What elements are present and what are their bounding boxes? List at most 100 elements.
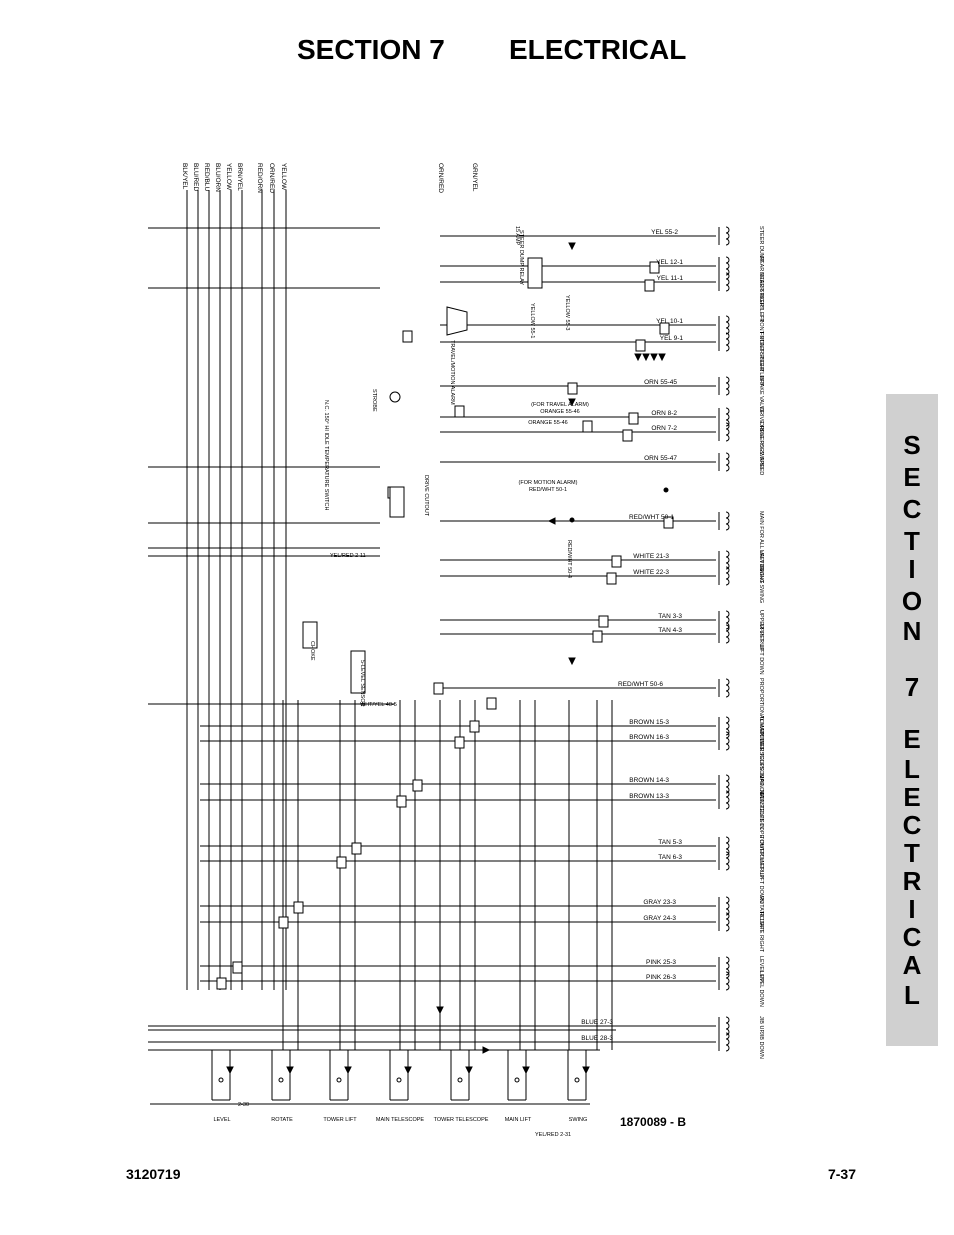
valve-name-label: MAIN TELESCOPE OUT (758, 790, 764, 852)
side-tab-letter: O (901, 586, 923, 616)
solenoid-coil-icon (725, 566, 730, 586)
document-number: 3120719 (126, 1166, 181, 1182)
valve-name-label: UPPER LIFT DOWN (758, 624, 764, 675)
solenoid-coil-icon (725, 731, 730, 751)
top-wire-label: YELLOW (280, 163, 287, 191)
component-label: RED/WHT 50-4 (566, 540, 572, 578)
diode-icon (465, 1066, 473, 1075)
connector-box (592, 630, 603, 643)
valve-name-label: FRONT STEER LEFT (758, 332, 764, 386)
side-tab-letter: N (902, 616, 922, 646)
switch-contact-icon (218, 1077, 224, 1083)
connector-box (582, 420, 593, 433)
connector-box (454, 736, 465, 749)
circuit-label: TAN 3-3 (658, 613, 682, 620)
circuit-label: TAN 5-3 (658, 839, 682, 846)
solenoid-coil-icon (725, 272, 730, 292)
solenoid-coil-icon (725, 407, 730, 427)
top-wire-label: BLK/YEL (181, 163, 188, 190)
choke (302, 621, 318, 649)
connector-box (278, 916, 289, 929)
valve-name-label: 2 SPEED (758, 452, 764, 475)
side-tab-letter: L (904, 754, 920, 784)
diode-icon (226, 1066, 234, 1075)
component-label: STEER DUMP RELAY (518, 230, 524, 285)
component-label: ORANGE 55-46 (540, 409, 579, 415)
component-label: YELLOW 55-1 (529, 303, 535, 338)
circuit-label: TAN 6-3 (658, 854, 682, 861)
drawing-number: 1870089 - B (620, 1115, 686, 1129)
connector-box (606, 572, 617, 585)
diode-icon (568, 398, 576, 407)
top-wire-label: BRN/YEL (236, 163, 243, 191)
component-label: 15 AMP (514, 226, 520, 246)
connector-box (635, 339, 646, 352)
side-tab-letter: C (902, 810, 922, 840)
component-label: TRAVEL/MOTION ALARM (449, 340, 455, 405)
side-tab-letter: R (902, 866, 922, 896)
component-label: CHOKE (309, 641, 315, 661)
circuit-label: BROWN 14-3 (629, 777, 669, 784)
switch-label: TOWER LIFT (323, 1117, 357, 1123)
circuit-label: BLUE 28-3 (581, 1035, 613, 1042)
valve-name-label: TOWER TELESCOPE IN (758, 716, 764, 778)
diode-icon (344, 1066, 352, 1075)
side-tab-letter: L (904, 980, 920, 1010)
component-label: YELLOW 55-3 (564, 295, 570, 330)
solenoid-coil-icon (725, 452, 730, 472)
circuit-label: RED/WHT 50-1 (629, 514, 674, 521)
side-tab-letter: I (908, 894, 916, 924)
valve-name-label: TOWER LIFT UP (758, 836, 764, 879)
steer-dump-relay (527, 257, 543, 289)
valve-name-label: LEVEL DOWN (758, 971, 764, 1007)
connector-box (486, 697, 497, 710)
circuit-label: BROWN 13-3 (629, 793, 669, 800)
connector-box (622, 429, 633, 442)
top-wire-label: ORN/RED (268, 163, 275, 193)
solenoid-coil-icon (725, 1016, 730, 1036)
component-label: RED/WHT 50-1 (529, 487, 567, 493)
junction-dot (569, 517, 575, 523)
alarm-horn-icon (446, 306, 468, 336)
connector-box (433, 682, 444, 695)
circuit-label: GRAY 24-3 (643, 915, 676, 922)
solenoid-coil-icon (725, 256, 730, 276)
valve-name-label: ROTATE RIGHT (758, 912, 764, 953)
section-number: SECTION 7 (297, 34, 445, 65)
top-wire-label: YELLOW (225, 163, 232, 191)
valve-name-label: MAIN FOR ALL VALVES (758, 511, 764, 571)
diode-icon (547, 517, 556, 525)
connector-box (644, 279, 655, 292)
valve-name-label: TOWER TELESCOPE OUT (758, 731, 764, 800)
top-wire-label: BLU/ORN (214, 163, 221, 192)
valve-name-label: PROPORTIONAL MAIN LIFT (758, 678, 764, 750)
top-wire-label: BLU/RED (192, 163, 199, 191)
solenoid-coil-icon (725, 1032, 730, 1052)
circuit-label: PINK 26-3 (646, 974, 676, 981)
connector-box (454, 405, 465, 418)
level-sensor (350, 650, 366, 694)
connector-box (469, 720, 480, 733)
strobe-icon (389, 391, 401, 403)
top-wire-label: RED/BLU (203, 163, 210, 191)
solenoid-coil-icon (725, 422, 730, 442)
solenoid-coil-icon (725, 836, 730, 856)
solenoid-coil-icon (725, 315, 730, 335)
valve-name-label: DRIVE FORWARD (758, 422, 764, 468)
solenoid-coil-icon (725, 956, 730, 976)
circuit-label: YEL 9-1 (660, 335, 684, 342)
connector-box (396, 795, 407, 808)
side-tab-letter: E (903, 462, 921, 492)
valve-name-label: LEVEL UP (758, 956, 764, 982)
top-wire-label: ORN/RED (437, 163, 444, 193)
circuit-label: GRAY 23-3 (643, 899, 676, 906)
switch-label: SWING (569, 1117, 588, 1123)
circuit-label: BROWN 16-3 (629, 734, 669, 741)
valve-name-label: UPPER LIFT UP (758, 610, 764, 651)
circuit-label: RED/WHT 50-6 (618, 681, 663, 688)
component-label: N.C. 150° HI IDLE TEMPERATURE SWITCH (323, 400, 329, 511)
diode-icon (658, 353, 666, 362)
switch-label: ROTATE (271, 1117, 293, 1123)
